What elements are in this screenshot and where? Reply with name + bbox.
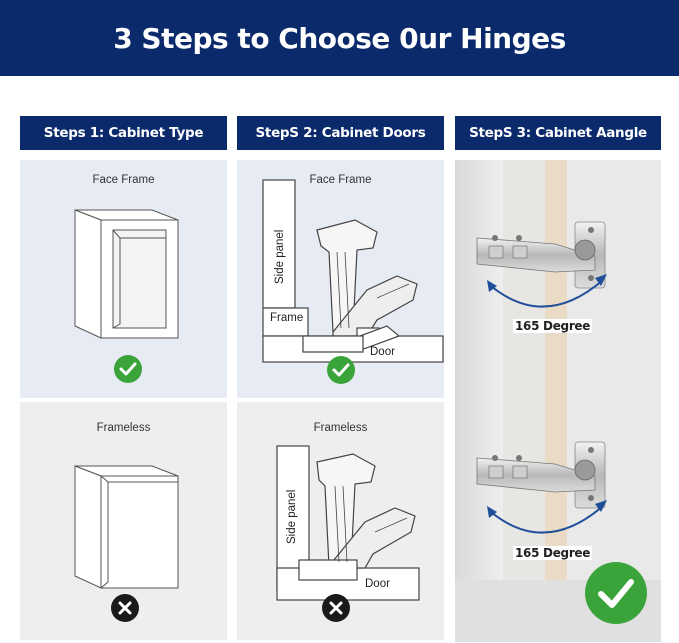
door-frameless-label: Frameless <box>313 422 368 434</box>
hinge-angle-photo: 165 Degree 165 Degree <box>455 160 661 642</box>
top-degree-label: 165 Degree <box>513 319 593 333</box>
frameless-cabinet-cell: Frameless <box>20 402 227 640</box>
side-panel-text-frameless: Side panel <box>286 480 300 544</box>
banner: 3 Steps to Choose 0ur Hinges <box>0 0 679 76</box>
top-hinge <box>476 221 606 289</box>
face-frame-door-cell: Face Frame Side panel Frame Door <box>237 160 444 398</box>
cross-circle-icon <box>111 594 139 622</box>
frameless-cabinet-illustration <box>74 465 179 589</box>
bottom-hinge <box>476 441 606 509</box>
cross-circle-icon <box>322 594 350 622</box>
frameless-hinge-diagram <box>276 445 420 601</box>
side-panel-label: Side panel <box>274 229 286 284</box>
door-label: Door <box>365 578 390 590</box>
column-header-cabinet-angle: StepS 3: Cabinet Aangle <box>455 116 661 150</box>
face-frame-label: Face Frame <box>92 174 155 186</box>
column-header-cabinet-type: Steps 1: Cabinet Type <box>20 116 227 150</box>
column-header-cabinet-doors: StepS 2: Cabinet Doors <box>237 116 444 150</box>
frame-label: Frame <box>270 312 304 324</box>
side-panel-label: Side panel <box>286 489 298 544</box>
check-circle-icon <box>585 562 647 624</box>
frameless-label: Frameless <box>96 422 151 434</box>
frameless-door-cell: Frameless Side panel Door <box>237 402 444 640</box>
side-panel-text: Side panel <box>274 222 288 284</box>
door-face-frame-label: Face Frame <box>309 174 372 186</box>
cabinet-photo-illustration <box>455 160 661 642</box>
bottom-degree-label: 165 Degree <box>513 546 593 560</box>
door-label: Door <box>370 346 395 358</box>
face-frame-cabinet-illustration <box>74 209 179 339</box>
face-frame-hinge-diagram <box>262 179 444 363</box>
check-circle-icon <box>114 355 142 383</box>
check-circle-icon <box>327 356 355 384</box>
face-frame-cabinet-cell: Face Frame <box>20 160 227 398</box>
page-title: 3 Steps to Choose 0ur Hinges <box>113 21 566 55</box>
